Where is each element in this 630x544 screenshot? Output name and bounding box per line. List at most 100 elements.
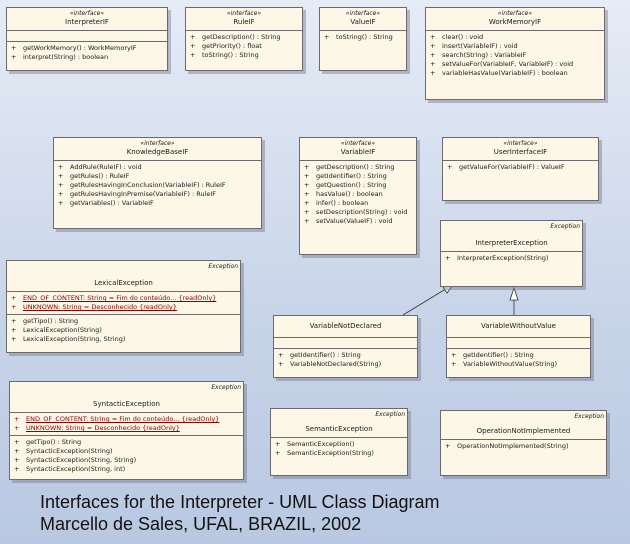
class-name: InterpreterIF [65,18,109,26]
class-name: UserInterfaceIF [493,148,548,156]
class-header: «interface» WorkMemoryIF [426,8,604,31]
attributes-section: +END_OF_CONTENT: String = Fim do conteúd… [10,413,243,436]
operation-row: +OperationNotImplemented(String) [445,442,569,450]
stereotype-label: «interface» [503,140,538,147]
operation-row: +getRulesHavingInPremise(VariableIF) : R… [58,190,217,198]
class-interpreter-if[interactable]: «interface» InterpreterIF +getWorkMemory… [6,7,168,71]
operation-row: +AddRule(RuleIF) : void [58,163,142,171]
operation-row: +toString() : String [190,51,259,59]
operation-row: +SyntacticException(String, int) [14,465,126,473]
operation-row: +getIdentifier() : String [278,351,361,359]
class-semantic-exception[interactable]: Exception SemanticException +SemanticExc… [270,408,408,476]
class-header: «interface» InterpreterIF [7,8,167,31]
class-interpreter-exception[interactable]: Exception InterpreterException +Interpre… [440,220,583,287]
operation-row: +variableHasValue(VariableIF) : boolean [430,69,568,77]
class-name: InterpreterException [475,239,548,247]
operations-section: +getIdentifier() : String +VariableNotDe… [274,349,417,371]
operation-row: +VariableNotDeclared(String) [278,360,382,368]
class-header: «interface» KnowledgeBaseIF [54,138,261,161]
operation-row: +setValue(ValueIF) : void [304,217,393,225]
operation-row: +clear() : void [430,33,484,41]
operation-row: +SyntacticException(String, String) [14,456,137,464]
empty-attributes-section [7,31,167,42]
operation-row: +getDescription() : String [190,33,281,41]
stereotype-label: «interface» [497,10,533,17]
class-rule-if[interactable]: «interface» RuleIF +getDescription() : S… [185,7,303,71]
operations-section: +OperationNotImplemented(String) [441,440,606,453]
attributes-section: +END_OF_CONTENT: String = Fim do conteúd… [7,292,240,315]
operations-section: +toString() : String [320,31,406,44]
class-name: RuleIF [233,18,255,26]
operations-section: +AddRule(RuleIF) : void +getRules() : Ru… [54,161,261,210]
class-header: VariableNotDeclared [274,316,417,338]
operation-row: +insert(VariableIF) : void [430,42,518,50]
class-value-if[interactable]: «interface» ValueIF +toString() : String [319,7,407,71]
class-header: Exception LexicalException [7,261,240,292]
class-header: Exception InterpreterException [441,221,582,252]
operation-row: +getIdentifier() : String [451,351,534,359]
class-syntactic-exception[interactable]: Exception SyntacticException +END_OF_CON… [9,381,244,480]
class-header: «interface» RuleIF [186,8,302,31]
generalization-variable-not-declared [402,286,450,316]
diagram-caption-title: Interfaces for the Interpreter - UML Cla… [40,492,440,512]
stereotype-label: «interface» [140,140,175,147]
empty-attributes-section [274,338,417,349]
class-name: VariableWithoutValue [481,322,556,330]
operation-row: +SemanticException(String) [275,449,374,457]
class-variable-not-declared[interactable]: VariableNotDeclared +getIdentifier() : S… [273,315,418,378]
operations-section: +SemanticException() +SemanticException(… [271,438,407,460]
class-name: SemanticException [305,425,373,433]
operation-row: +InterpreterException(String) [445,254,549,262]
operations-section: +InterpreterException(String) [441,252,582,265]
stereotype-label: Exception [211,384,241,391]
operation-row: +interpret(String) : boolean [11,53,109,61]
operation-row: +getIdentifier() : String [304,172,387,180]
class-user-interface-if[interactable]: «interface» UserInterfaceIF +getValueFor… [442,137,599,201]
operation-row: +SyntacticException(String) [14,447,113,455]
operation-row: +search(String) : VariableIF [430,51,527,59]
operation-row: +hasValue() : boolean [304,190,383,198]
operations-section: +getIdentifier() : String +VariableWitho… [447,349,590,371]
operation-row: +toString() : String [324,33,393,41]
operation-row: +SemanticException() [275,440,355,448]
operation-row: +LexicalException(String, String) [11,335,126,343]
operations-section: +getDescription() : String +getIdentifie… [300,161,416,228]
class-name: VariableIF [340,148,376,156]
operation-row: +setValueFor(VariableIF, VariableIF) : v… [430,60,574,68]
operation-row: +infer() : boolean [304,199,369,207]
stereotype-label: Exception [550,223,580,230]
stereotype-label: Exception [375,411,405,418]
operation-row: +getValueFor(VariableIF) : ValueIF [447,163,565,171]
class-name: SyntacticException [93,400,160,408]
operation-row: +getDescription() : String [304,163,395,171]
attribute-row: +UNKNOWN: String = Desconhecido {readOnl… [11,303,177,311]
class-header: Exception OperationNotImplemented [441,411,606,440]
class-variable-if[interactable]: «interface» VariableIF +getDescription()… [299,137,417,255]
class-name: WorkMemoryIF [488,18,542,26]
class-name: VariableNotDeclared [309,322,382,330]
attribute-row: +UNKNOWN: String = Desconhecido {readOnl… [14,424,180,432]
generalization-arrowhead-right [509,286,519,301]
stereotype-label: «interface» [345,10,381,17]
class-header: «interface» VariableIF [300,138,416,161]
class-work-memory-if[interactable]: «interface» WorkMemoryIF +clear() : void… [425,7,605,100]
operation-row: +getPriority() : float [190,42,262,50]
class-variable-without-value[interactable]: VariableWithoutValue +getIdentifier() : … [446,315,591,378]
operation-row: +getRulesHavingInConclusion(VariableIF) … [58,181,226,189]
class-header: VariableWithoutValue [447,316,590,338]
operation-row: +getTipo() : String [14,438,82,446]
class-name: OperationNotImplemented [476,427,571,435]
operations-section: +clear() : void +insert(VariableIF) : vo… [426,31,604,80]
operations-section: +getTipo() : String +SyntacticException(… [10,436,243,476]
class-name: ValueIF [350,18,376,26]
class-knowledge-base-if[interactable]: «interface» KnowledgeBaseIF +AddRule(Rul… [53,137,262,229]
class-operation-not-implemented[interactable]: Exception OperationNotImplemented +Opera… [440,410,607,476]
attribute-row: +END_OF_CONTENT: String = Fim do conteúd… [14,415,220,423]
operations-section: +getDescription() : String +getPriority(… [186,31,302,62]
class-lexical-exception[interactable]: Exception LexicalException +END_OF_CONTE… [6,260,241,353]
stereotype-label: Exception [208,263,238,270]
operation-row: +LexicalException(String) [11,326,102,334]
operation-row: +setDescription(String) : void [304,208,408,216]
operation-row: +getQuestion() : String [304,181,387,189]
